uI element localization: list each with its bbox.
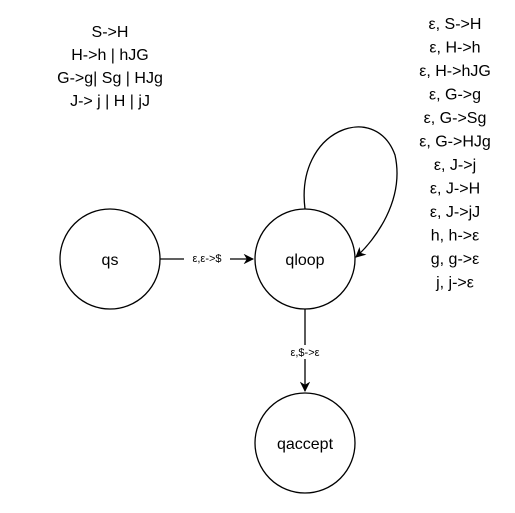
transition-rule: g, g->ε	[431, 251, 480, 268]
state-label: qs	[102, 252, 119, 269]
grammar-rule: G->g| Sg | HJg	[57, 70, 163, 87]
transition-rule: ε, H->h	[429, 40, 480, 57]
edge-label-bg	[184, 251, 230, 265]
transition-rule: ε, J->jJ	[430, 204, 480, 221]
state-accept[interactable]: qaccept	[254, 392, 356, 494]
edge-start-to-loop[interactable]: ε,ε->$	[160, 251, 255, 265]
transition-list: ε, S->H ε, H->h ε, H->hJG ε, G->g ε, G->Sg ε,…	[419, 16, 491, 292]
transition-rule: ε, G->HJg	[419, 134, 491, 151]
transition-rule: ε, J->j	[434, 157, 476, 174]
state-loop[interactable]: qloop	[254, 208, 356, 310]
state-label: qloop	[285, 252, 324, 269]
edge-label-bg	[280, 345, 330, 359]
state-start[interactable]: qs	[59, 208, 161, 310]
grammar-rules: S->H H->h | hJG G->g| Sg | HJg J-> j | H…	[57, 24, 163, 110]
transition-rule: ε, S->H	[429, 16, 482, 33]
transition-rule: h, h->ε	[431, 228, 480, 245]
edge-self-loop[interactable]	[303, 126, 398, 258]
state-circle	[254, 392, 356, 494]
self-loop-arrow	[303, 126, 398, 258]
grammar-rule: H->h | hJG	[71, 47, 149, 64]
grammar-rule: J-> j | H | jJ	[70, 93, 150, 110]
edge-loop-to-accept[interactable]: ε,$->ε	[280, 309, 330, 393]
transition-rule: ε, G->Sg	[424, 110, 487, 127]
transition-rule: ε, H->hJG	[419, 63, 491, 80]
transition-rule: j, j->ε	[435, 275, 474, 292]
grammar-rule: S->H	[92, 24, 129, 41]
transition-rule: ε, G->g	[429, 87, 481, 104]
state-label: qaccept	[277, 436, 334, 453]
transition-rule: ε, J->H	[430, 181, 480, 198]
edge-label: ε,ε->$	[192, 253, 221, 265]
edge-label: ε,$->ε	[290, 347, 319, 359]
